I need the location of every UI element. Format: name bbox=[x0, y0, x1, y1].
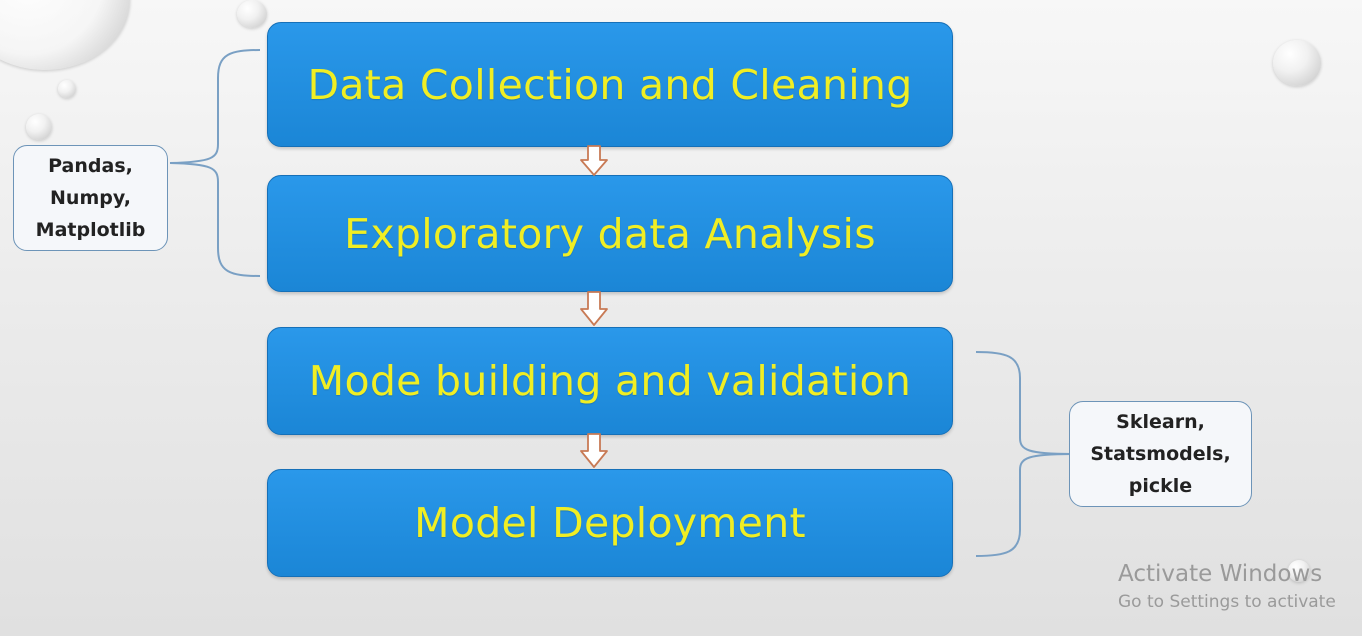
step-label: Mode building and validation bbox=[308, 357, 912, 405]
right-tools-box: Sklearn, Statsmodels, pickle bbox=[1069, 401, 1252, 507]
bubble-decoration bbox=[1288, 560, 1310, 582]
left-tools-box: Pandas, Numpy, Matplotlib bbox=[13, 145, 168, 251]
step-exploratory-analysis: Exploratory data Analysis bbox=[267, 175, 953, 292]
step-model-deployment: Model Deployment bbox=[267, 469, 953, 577]
step-model-building: Mode building and validation bbox=[267, 327, 953, 435]
bubble-decoration bbox=[1273, 40, 1321, 86]
curly-brace-icon bbox=[975, 351, 1073, 557]
step-label: Model Deployment bbox=[414, 499, 806, 547]
down-arrow-icon bbox=[580, 291, 608, 326]
watermark-title: Activate Windows bbox=[1118, 561, 1323, 587]
step-data-collection: Data Collection and Cleaning bbox=[267, 22, 953, 147]
step-label: Data Collection and Cleaning bbox=[307, 60, 913, 109]
bubble-decoration bbox=[26, 114, 52, 140]
tool-label: Numpy, bbox=[50, 187, 131, 209]
tool-label: Pandas, bbox=[48, 155, 133, 177]
tool-label: Matplotlib bbox=[35, 219, 146, 241]
curly-brace-icon bbox=[169, 49, 261, 277]
down-arrow-icon bbox=[580, 145, 608, 176]
tool-label: Sklearn, bbox=[1116, 411, 1205, 433]
activation-watermark: Activate Windows Go to Settings to activ… bbox=[1118, 558, 1336, 614]
bubble-decoration bbox=[0, 0, 130, 70]
watermark-subtitle: Go to Settings to activate bbox=[1118, 592, 1336, 612]
bubble-decoration bbox=[58, 80, 76, 98]
step-label: Exploratory data Analysis bbox=[344, 209, 876, 258]
down-arrow-icon bbox=[580, 433, 608, 468]
bubble-decoration bbox=[237, 0, 267, 28]
tool-label: Statsmodels, bbox=[1090, 443, 1231, 465]
tool-label: pickle bbox=[1128, 475, 1193, 497]
